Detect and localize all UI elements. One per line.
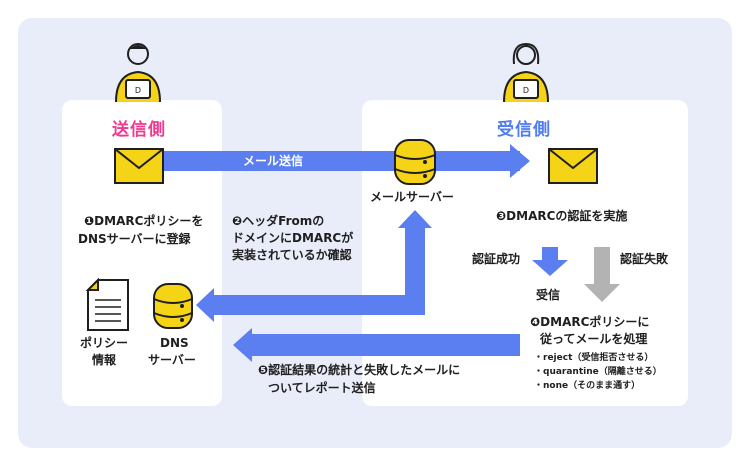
step4-line1: ❹DMARCポリシーに <box>530 315 650 329</box>
receiver-person-icon: D <box>503 42 549 103</box>
mail-server-icon <box>394 139 436 185</box>
mail-send-arrowhead <box>510 144 530 178</box>
step1-line2: DNSサーバーに登録 <box>78 232 191 246</box>
dns-server-icon <box>153 283 193 329</box>
svg-text:D: D <box>135 86 141 95</box>
mail-send-label: メール送信 <box>243 154 304 168</box>
step3-label: ❸DMARCの認証を実施 <box>496 209 628 223</box>
auth-fail-arrowhead <box>584 284 620 302</box>
step2-line2: ドメインにDMARCが <box>232 231 354 245</box>
policy-reject: ・reject（受信拒否させる） <box>534 353 654 363</box>
mail-send-arrow <box>160 151 520 171</box>
dns-query-arrowhead-up <box>398 210 432 228</box>
step1-line1: ❶DMARCポリシーを <box>84 214 204 228</box>
auth-fail-arrow <box>594 247 610 285</box>
policy-info-line2: 情報 <box>92 353 117 367</box>
auth-fail-label: 認証失敗 <box>620 252 669 266</box>
receiver-mail-icon <box>548 148 598 184</box>
receiver-title: 受信側 <box>497 120 551 140</box>
report-arrowhead <box>233 328 252 362</box>
policy-document-icon <box>85 277 129 331</box>
step2-line1: ❷ヘッダFromの <box>232 214 325 228</box>
step5-line2: ついてレポート送信 <box>268 381 376 395</box>
dns-query-arrow-horizontal <box>212 295 425 315</box>
step4-line2: 従ってメールを処理 <box>540 332 648 346</box>
step5-line1: ❺認証結果の統計と失敗したメールに <box>258 363 461 377</box>
auth-success-arrow <box>542 247 558 261</box>
auth-success-label: 認証成功 <box>472 252 521 266</box>
sender-title: 送信側 <box>112 120 166 140</box>
report-arrow <box>250 334 520 356</box>
sender-person-icon: D <box>115 43 161 103</box>
dns-label-line1: DNS <box>160 336 189 350</box>
policy-info-line1: ポリシー <box>80 336 129 350</box>
auth-success-arrowhead <box>532 260 568 276</box>
dns-query-arrowhead-left <box>196 288 214 322</box>
sender-panel <box>62 100 222 406</box>
dns-query-arrow-vertical <box>405 225 425 299</box>
step2-line3: 実装されているか確認 <box>232 248 352 262</box>
policy-none: ・none（そのまま通す） <box>534 381 641 391</box>
sender-mail-icon <box>114 148 164 184</box>
svg-text:D: D <box>523 86 529 95</box>
receive-label: 受信 <box>536 288 561 302</box>
dns-label-line2: サーバー <box>148 353 196 367</box>
policy-quarantine: ・quarantine（隔離させる） <box>534 367 662 377</box>
mail-server-label: メールサーバー <box>370 190 454 204</box>
